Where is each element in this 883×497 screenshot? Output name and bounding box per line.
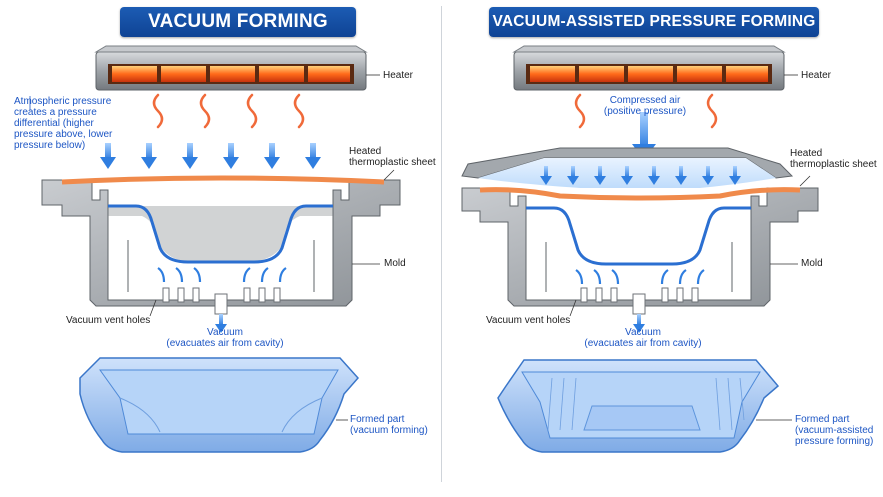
mold-icon <box>41 179 401 317</box>
heated-sheet <box>61 175 385 185</box>
pressure-arrow-icon <box>100 143 321 169</box>
right-air-label: Compressed air (positive pressure) <box>603 95 687 117</box>
right-vacuum-label: Vacuum (evacuates air from cavity) <box>584 327 702 349</box>
left-part-label: Formed part (vacuum forming) <box>350 414 428 436</box>
right-vent-label: Vacuum vent holes <box>486 315 571 326</box>
left-pressure-label: Atmospheric pressure creates a pressure … <box>14 96 113 151</box>
left-vent-label: Vacuum vent holes <box>66 315 151 326</box>
left-vacuum-label: Vacuum (evacuates air from cavity) <box>166 327 284 349</box>
right-heater-label: Heater <box>801 70 832 81</box>
vacuum-arrow-icon <box>575 269 705 285</box>
left-title: VACUUM FORMING <box>120 7 356 37</box>
heater-icon <box>94 45 380 91</box>
left-mold-label: Mold <box>384 258 406 269</box>
heat-wave-icon <box>574 93 718 129</box>
right-title: VACUUM-ASSISTED PRESSURE FORMING <box>489 7 819 37</box>
formed-part-icon <box>79 357 360 453</box>
formed-part-icon <box>497 359 792 453</box>
left-heater-label: Heater <box>383 70 414 81</box>
mold-icon <box>461 187 819 317</box>
panel-divider <box>441 6 442 482</box>
heat-wave-icon <box>152 93 305 129</box>
heated-sheet <box>479 187 801 201</box>
vacuum-arrow-icon <box>157 267 287 283</box>
right-sheet-label: Heated thermoplastic sheet <box>790 148 877 170</box>
heater-icon <box>512 45 798 91</box>
right-mold-label: Mold <box>801 258 823 269</box>
left-sheet-label: Heated thermoplastic sheet <box>349 146 436 168</box>
right-part-label: Formed part (vacuum-assisted pressure fo… <box>795 414 874 447</box>
